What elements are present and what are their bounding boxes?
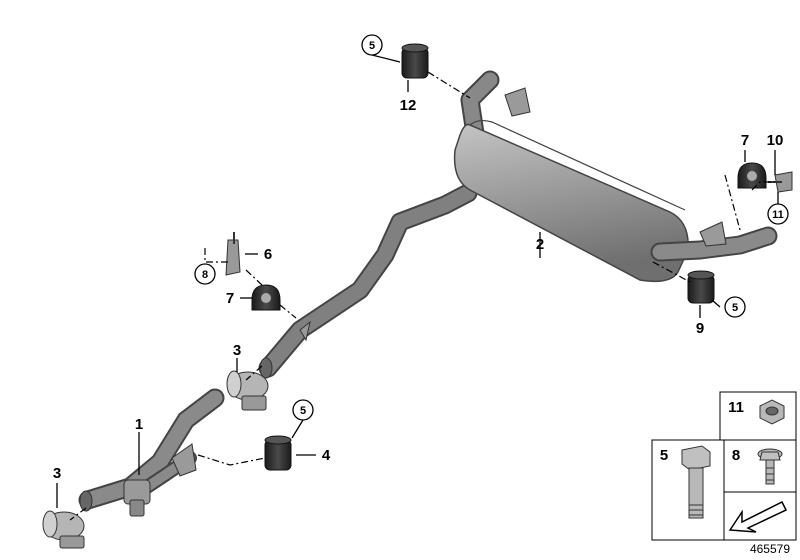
direction-arrow-icon xyxy=(728,500,788,533)
rubber-hanger-7-right xyxy=(737,162,767,189)
clamp-3-upper xyxy=(226,370,269,411)
part-label-10: 10 xyxy=(767,132,784,149)
part-label-7-right: 7 xyxy=(741,132,749,149)
part-label-2: 2 xyxy=(536,236,544,253)
part-label-3-upper: 3 xyxy=(233,342,241,359)
fastener-legend: 11 5 8 xyxy=(651,391,797,541)
part-label-4: 4 xyxy=(322,447,331,464)
bracket-10 xyxy=(768,171,793,193)
legend-label-5: 5 xyxy=(660,447,668,464)
circled-label-8-text: 8 xyxy=(202,269,208,281)
circled-label-11: 11 xyxy=(767,203,789,225)
rubber-hanger-7-left xyxy=(251,284,281,311)
part-label-3-lower: 3 xyxy=(53,465,61,482)
front-pipe xyxy=(78,388,225,517)
legend-label-8: 8 xyxy=(732,447,740,464)
legend-label-11: 11 xyxy=(728,399,744,416)
circled-label-5-top-text: 5 xyxy=(369,40,375,52)
part-label-9: 9 xyxy=(696,320,704,337)
circled-label-8: 8 xyxy=(194,263,216,285)
bolt-icon xyxy=(681,445,711,519)
screw-icon xyxy=(757,448,783,485)
rubber-mount-12 xyxy=(401,43,429,79)
bracket-6 xyxy=(225,232,241,276)
part-label-7-left: 7 xyxy=(226,290,234,307)
part-label-1: 1 xyxy=(135,416,143,433)
rear-muffler xyxy=(453,70,778,283)
assembly-lines xyxy=(69,71,775,521)
circled-label-5-right: 5 xyxy=(724,296,746,318)
clamp-3-lower xyxy=(42,510,85,549)
leader-lines xyxy=(56,54,779,508)
part-label-6: 6 xyxy=(264,246,272,263)
circled-label-5-top: 5 xyxy=(361,34,383,56)
circled-label-11-text: 11 xyxy=(772,209,784,221)
circled-label-5-bottom-text: 5 xyxy=(300,405,306,417)
reference-number: 465579 xyxy=(750,542,790,556)
rubber-mount-9 xyxy=(687,270,715,304)
circled-label-5-right-text: 5 xyxy=(732,302,738,314)
rubber-mount-4 xyxy=(264,435,292,471)
part-label-12: 12 xyxy=(400,97,417,114)
nut-icon xyxy=(759,399,785,425)
center-pipe xyxy=(258,183,478,379)
circled-label-5-bottom: 5 xyxy=(292,399,314,421)
